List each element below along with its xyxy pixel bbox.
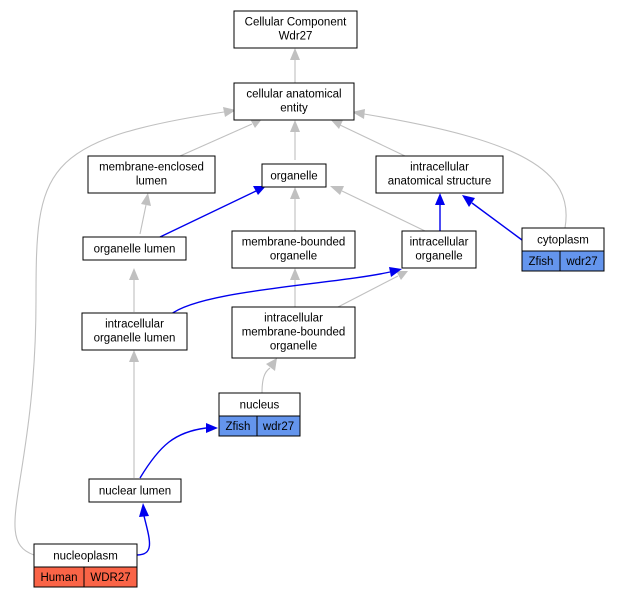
node-label: Wdr27 bbox=[279, 31, 313, 43]
node-label: membrane-bounded bbox=[242, 237, 346, 249]
node-nucleoplasm[interactable]: nucleoplasm Human WDR27 bbox=[33, 543, 138, 588]
node-label: cellular anatomical bbox=[246, 89, 341, 101]
node-label: nucleus bbox=[240, 400, 280, 412]
species-label: Zfish bbox=[529, 256, 554, 268]
edge-ol-to-mel bbox=[139, 204, 147, 235]
node-intracellular-organelle-lumen[interactable]: intracellular organelle lumen bbox=[81, 312, 188, 351]
node-label: intracellular bbox=[410, 237, 469, 249]
node-membrane-bounded-organelle[interactable]: membrane-bounded organelle bbox=[231, 230, 356, 269]
arrowhead bbox=[352, 109, 365, 119]
species-label: Human bbox=[40, 572, 77, 584]
gene-label: WDR27 bbox=[90, 572, 130, 584]
edge-mel-to-cae bbox=[179, 123, 253, 157]
edge-ias-to-cae bbox=[339, 124, 406, 157]
arrowhead bbox=[290, 187, 300, 199]
node-organelle[interactable]: organelle bbox=[261, 163, 327, 188]
arrowhead bbox=[330, 119, 343, 129]
edge-nucleus-to-imbo bbox=[261, 367, 271, 394]
arrowhead bbox=[396, 271, 408, 280]
node-label: organelle bbox=[270, 341, 317, 353]
edge-cytoplasm-to-ias bbox=[471, 202, 523, 241]
arrowhead bbox=[435, 193, 445, 205]
node-label: organelle bbox=[415, 251, 462, 263]
arrowhead bbox=[129, 350, 139, 362]
arrowhead bbox=[250, 119, 262, 128]
part-of-edges bbox=[136, 186, 523, 556]
node-label: lumen bbox=[136, 176, 167, 188]
node-label: nucleoplasm bbox=[53, 551, 118, 563]
gene-cell bbox=[83, 566, 138, 588]
edge-nucleoplasm-to-nl bbox=[136, 515, 151, 556]
node-cytoplasm[interactable]: cytoplasm Zfish wdr27 bbox=[521, 227, 605, 272]
edge-imbo-to-io bbox=[337, 275, 399, 308]
arrowhead bbox=[141, 193, 151, 206]
node-nuclear-lumen[interactable]: nuclear lumen bbox=[88, 478, 182, 503]
node-label: nuclear lumen bbox=[99, 486, 171, 498]
is-a-edges bbox=[14, 48, 567, 556]
node-cellular-component-wdr27[interactable]: Cellular Component Wdr27 bbox=[233, 10, 358, 49]
gene-label: wdr27 bbox=[262, 421, 294, 433]
node-label: anatomical structure bbox=[388, 176, 492, 188]
arrowhead bbox=[266, 358, 277, 371]
arrowhead bbox=[290, 48, 300, 60]
node-nucleus[interactable]: nucleus Zfish wdr27 bbox=[218, 392, 301, 437]
node-label: Cellular Component bbox=[245, 17, 347, 29]
node-label: organelle bbox=[270, 251, 317, 263]
node-label: entity bbox=[280, 103, 308, 115]
arrowhead bbox=[206, 423, 218, 433]
edge-io-to-organelle bbox=[341, 190, 426, 232]
arrowhead bbox=[290, 120, 300, 132]
edge-nucleoplasm-to-cae bbox=[14, 111, 225, 556]
arrowhead bbox=[223, 107, 236, 117]
arrowhead bbox=[129, 268, 139, 280]
node-label: intracellular bbox=[105, 319, 164, 331]
edge-cytoplasm-to-cae bbox=[363, 113, 567, 229]
node-intracellular-organelle[interactable]: intracellular organelle bbox=[401, 230, 477, 269]
node-label: organelle lumen bbox=[94, 244, 176, 256]
edge-iol-to-io bbox=[169, 271, 391, 316]
node-label: membrane-bounded bbox=[242, 327, 346, 339]
arrowhead bbox=[389, 267, 402, 277]
arrowhead bbox=[330, 186, 344, 195]
arrowhead bbox=[290, 268, 300, 280]
node-organelle-lumen[interactable]: organelle lumen bbox=[82, 236, 187, 261]
gene-cell bbox=[256, 415, 301, 437]
node-membrane-enclosed-lumen[interactable]: membrane-enclosed lumen bbox=[87, 155, 216, 194]
gene-cell bbox=[559, 250, 605, 272]
node-label: organelle lumen bbox=[94, 333, 176, 345]
edge-nl-to-nucleus bbox=[139, 427, 207, 479]
edge-ol-to-organelle bbox=[159, 190, 257, 238]
species-label: Zfish bbox=[226, 421, 251, 433]
node-label: intracellular bbox=[410, 162, 469, 174]
arrowhead bbox=[462, 195, 475, 207]
node-label: cytoplasm bbox=[537, 235, 589, 247]
arrowhead bbox=[139, 503, 149, 517]
node-label: membrane-enclosed bbox=[99, 162, 204, 174]
node-cellular-anatomical-entity[interactable]: cellular anatomical entity bbox=[233, 82, 355, 121]
arrowhead bbox=[253, 186, 266, 195]
node-label: intracellular bbox=[264, 313, 323, 325]
node-intracellular-membrane-bounded-organelle[interactable]: intracellular membrane-bounded organelle bbox=[231, 306, 356, 359]
node-intracellular-anatomical-structure[interactable]: intracellular anatomical structure bbox=[375, 155, 504, 194]
gene-label: wdr27 bbox=[565, 256, 597, 268]
node-label: organelle bbox=[270, 171, 317, 183]
